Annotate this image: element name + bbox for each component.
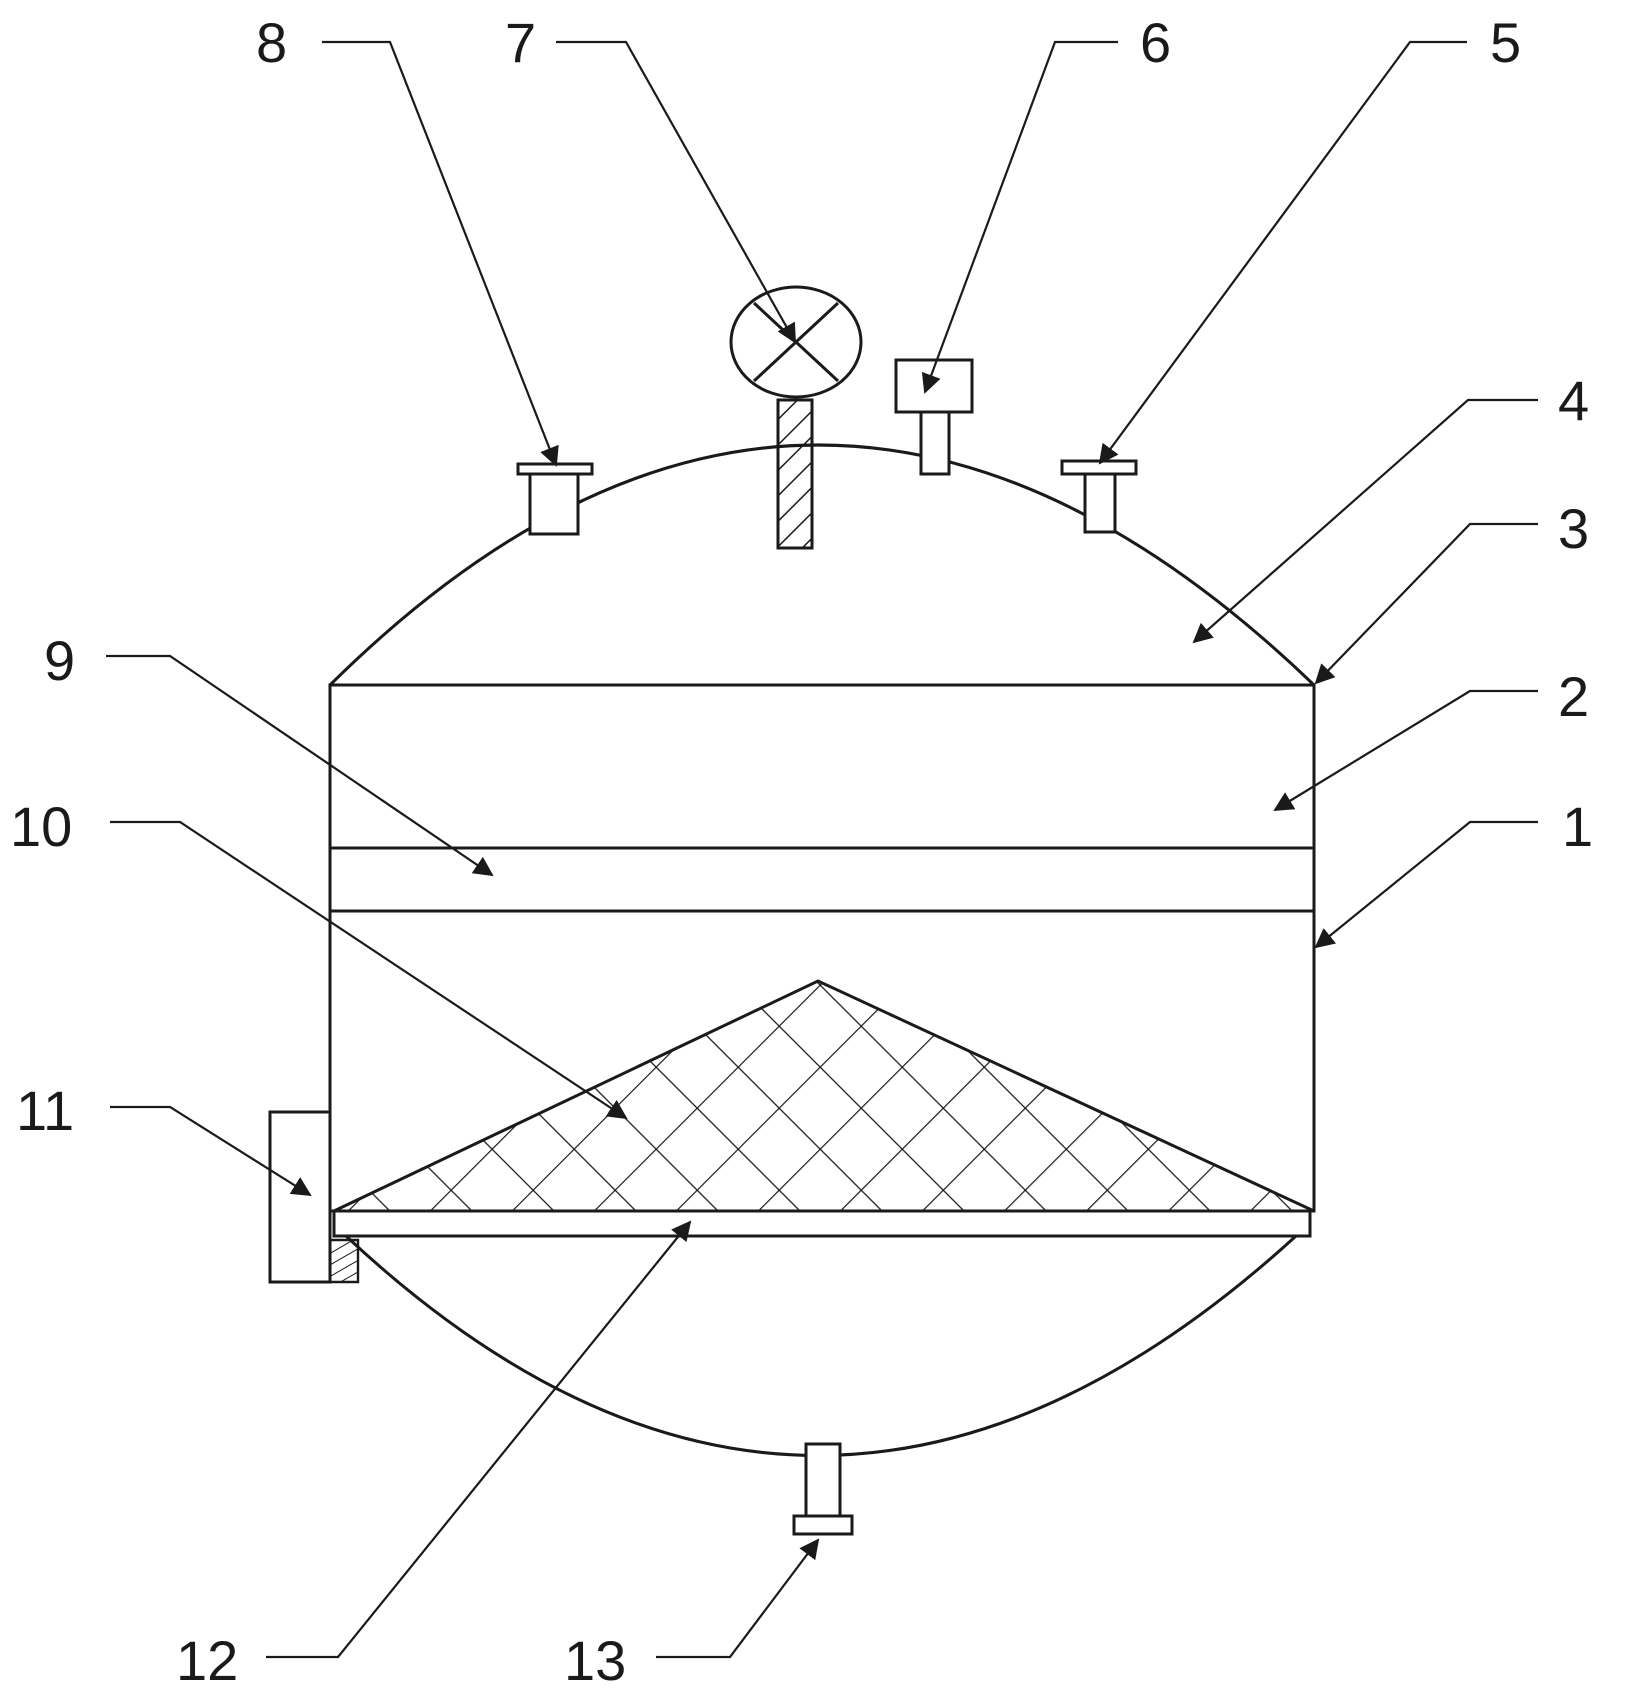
side-box	[270, 1112, 358, 1282]
label-6: 6	[1140, 11, 1171, 74]
filter-cone	[334, 981, 1314, 1211]
top-dome	[330, 445, 1314, 685]
bottom-outlet	[794, 1444, 852, 1534]
nozzle-left	[518, 464, 592, 534]
label-8: 8	[256, 11, 287, 74]
label-12: 12	[176, 1629, 238, 1691]
sensor-device	[896, 360, 972, 474]
label-7: 7	[505, 11, 536, 74]
bottom-dome	[346, 1236, 1296, 1456]
label-1: 1	[1562, 795, 1593, 858]
label-5: 5	[1490, 11, 1521, 74]
label-2: 2	[1558, 665, 1589, 728]
bottom-plate	[334, 1211, 1310, 1236]
label-9: 9	[44, 629, 75, 692]
label-3: 3	[1558, 497, 1589, 560]
label-10: 10	[10, 795, 72, 858]
label-11: 11	[16, 1079, 74, 1142]
pressure-gauge	[731, 287, 861, 548]
nozzle-right	[1062, 461, 1136, 532]
label-4: 4	[1558, 369, 1589, 432]
label-13: 13	[564, 1629, 626, 1691]
